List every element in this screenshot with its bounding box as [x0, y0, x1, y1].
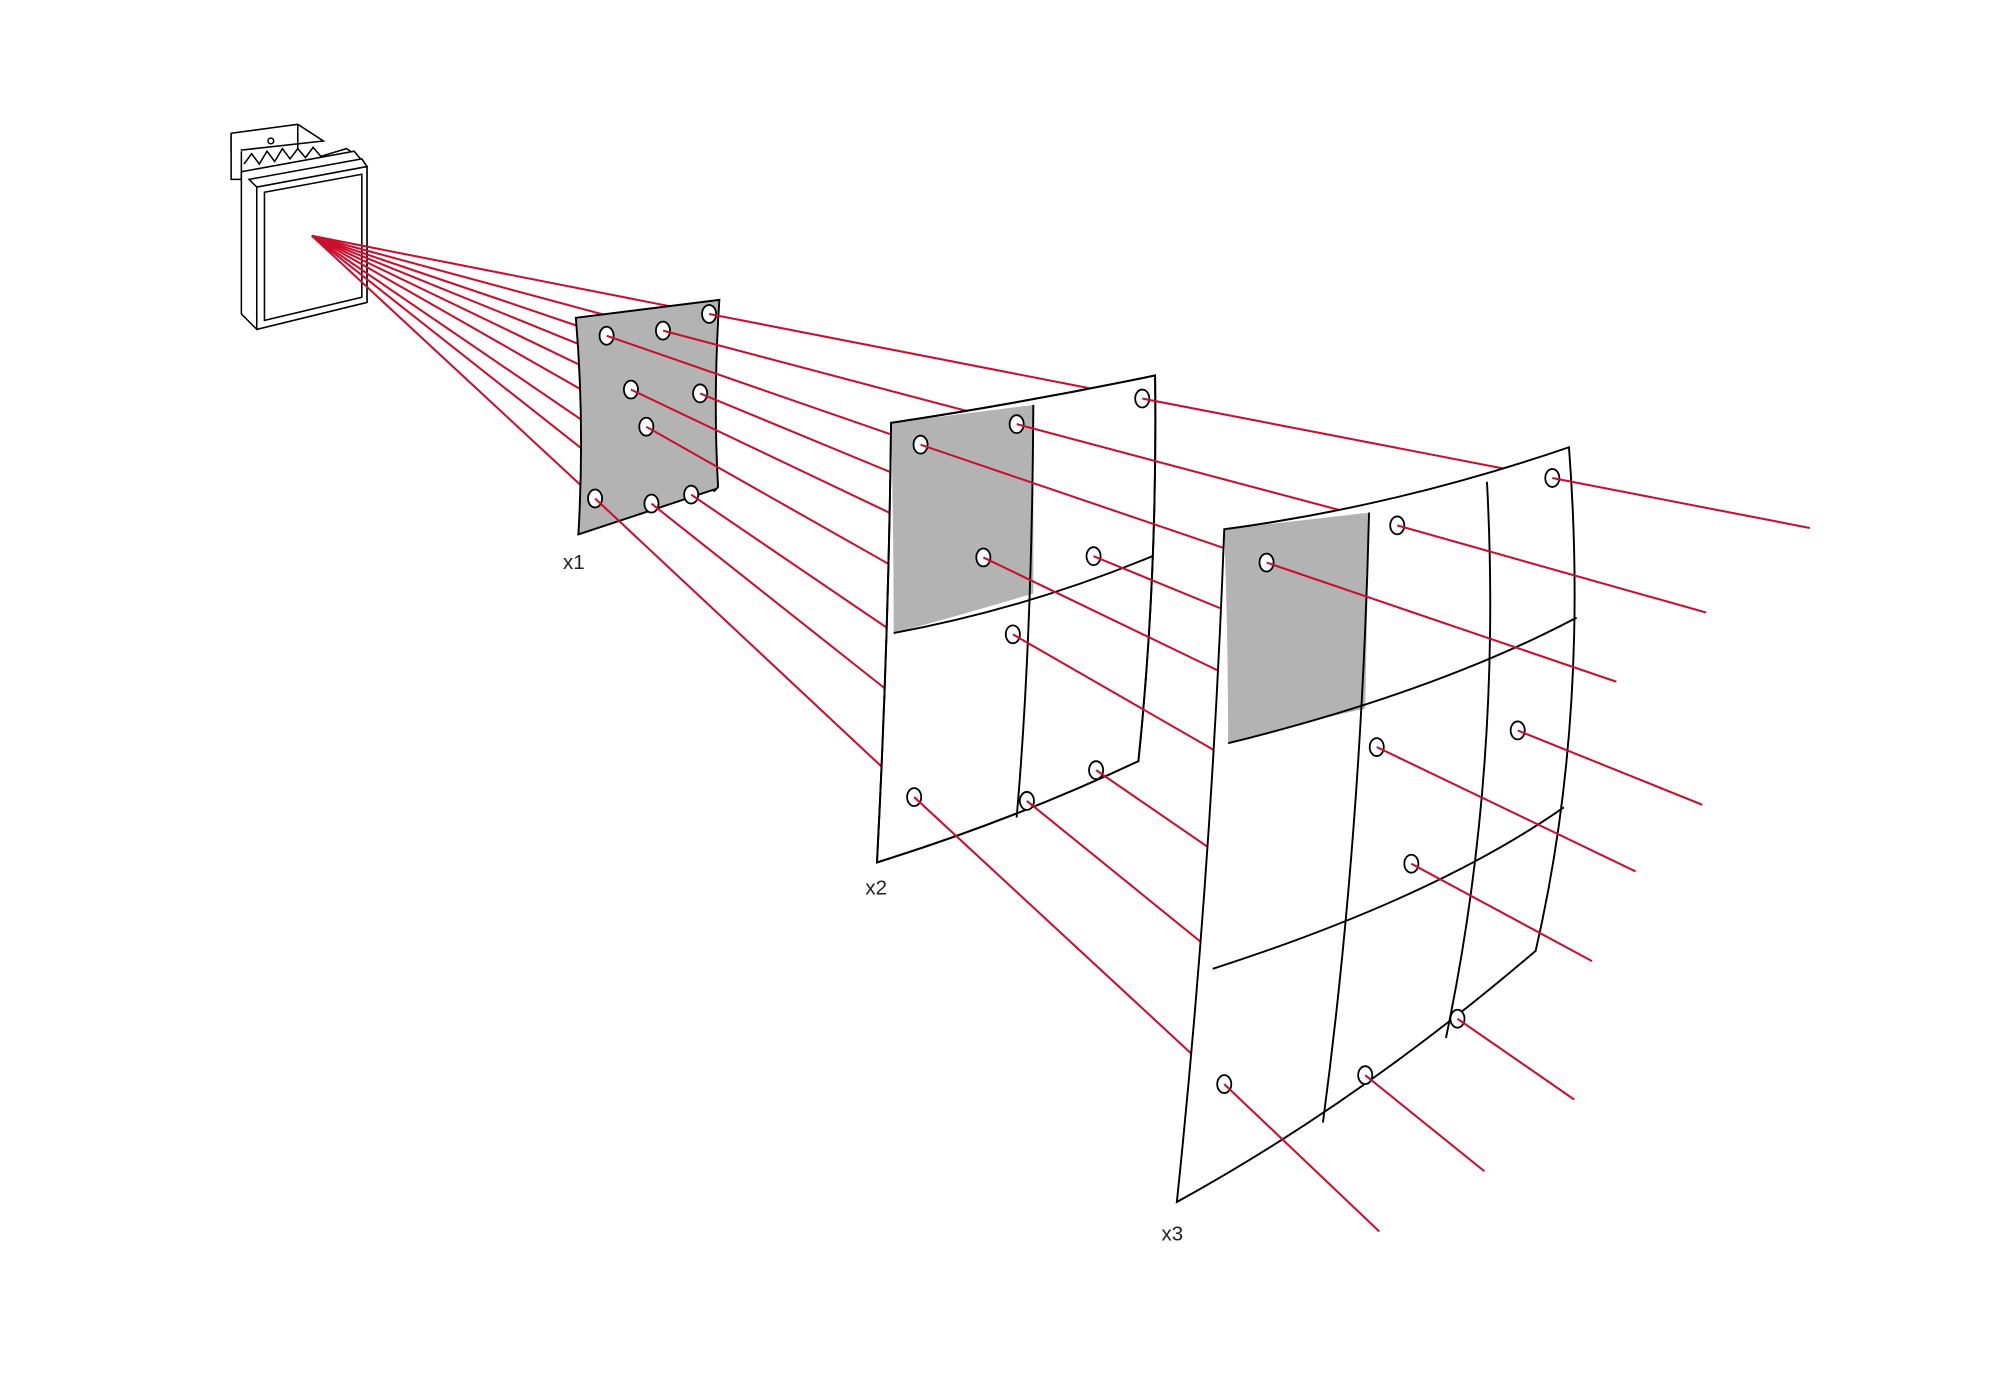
light-ray-segment — [1376, 746, 1637, 873]
ray-hit-point — [1258, 552, 1275, 573]
ray-hit-point — [643, 493, 660, 514]
panel-x3 — [1175, 445, 1578, 1204]
light-ray-segment — [708, 312, 1143, 400]
illuminator-lamp-icon — [230, 123, 369, 331]
ray-hit-point — [1134, 388, 1151, 409]
light-ray-segment — [913, 796, 1225, 1085]
light-ray-segment — [1364, 1074, 1486, 1173]
light-ray-segment — [1142, 397, 1553, 479]
panel-x2 — [875, 374, 1157, 864]
light-ray-segment — [1266, 561, 1617, 683]
light-ray-segment — [1223, 1083, 1381, 1233]
light-ray-segment — [594, 497, 915, 798]
light-ray-segment — [1396, 524, 1707, 614]
panel-label-x1: x1 — [563, 551, 585, 574]
panel-label-x2: x2 — [865, 876, 887, 899]
light-ray-segment — [1552, 476, 1811, 529]
light-ray-segment — [1016, 423, 1398, 527]
light-ray-segment — [606, 334, 921, 446]
light-ray-segment — [1410, 862, 1593, 962]
light-ray-segment — [311, 235, 596, 500]
light-ray-segment — [311, 234, 632, 391]
light-ray-segment — [311, 234, 607, 337]
ray-hit-point — [1389, 515, 1406, 536]
light-ray-segment — [311, 234, 710, 315]
ray-hit-point — [598, 325, 615, 346]
ray-hit-point — [587, 488, 604, 509]
ray-hit-point — [1004, 624, 1021, 645]
panel-label-x3: x3 — [1161, 1222, 1183, 1245]
light-ray-segment — [1517, 729, 1703, 806]
light-ray-segment — [662, 329, 1017, 426]
light-ray-segment — [920, 443, 1267, 564]
light-ray-segment — [1456, 1017, 1575, 1101]
